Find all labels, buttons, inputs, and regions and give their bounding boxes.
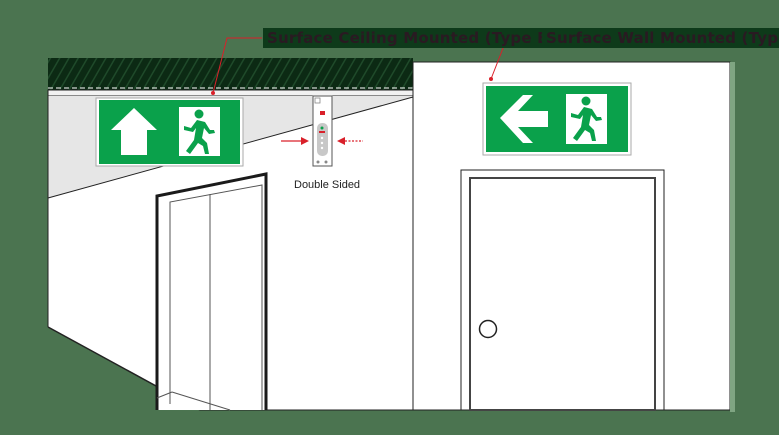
door-knob-icon [478, 319, 498, 339]
elevator-door [155, 172, 268, 411]
running-man-icon [179, 107, 220, 156]
running-man-icon [566, 94, 607, 144]
double-sided-sign [312, 95, 333, 167]
double-sided-arrows [281, 137, 363, 145]
double-sided-caption: Double Sided [294, 179, 361, 191]
ceiling-slab [48, 58, 413, 90]
ceiling-mount-label: Surface Ceiling Mounted (Type B) [263, 28, 560, 48]
up-arrow-icon [111, 108, 157, 155]
left-arrow-icon [500, 95, 548, 143]
wall-exit-sign [482, 82, 632, 156]
ceiling-leader-line [211, 37, 262, 95]
exit-door [460, 169, 665, 411]
wall-mount-label: Surface Wall Mounted (Type A) [542, 28, 779, 48]
ceiling-exit-sign [95, 97, 244, 167]
